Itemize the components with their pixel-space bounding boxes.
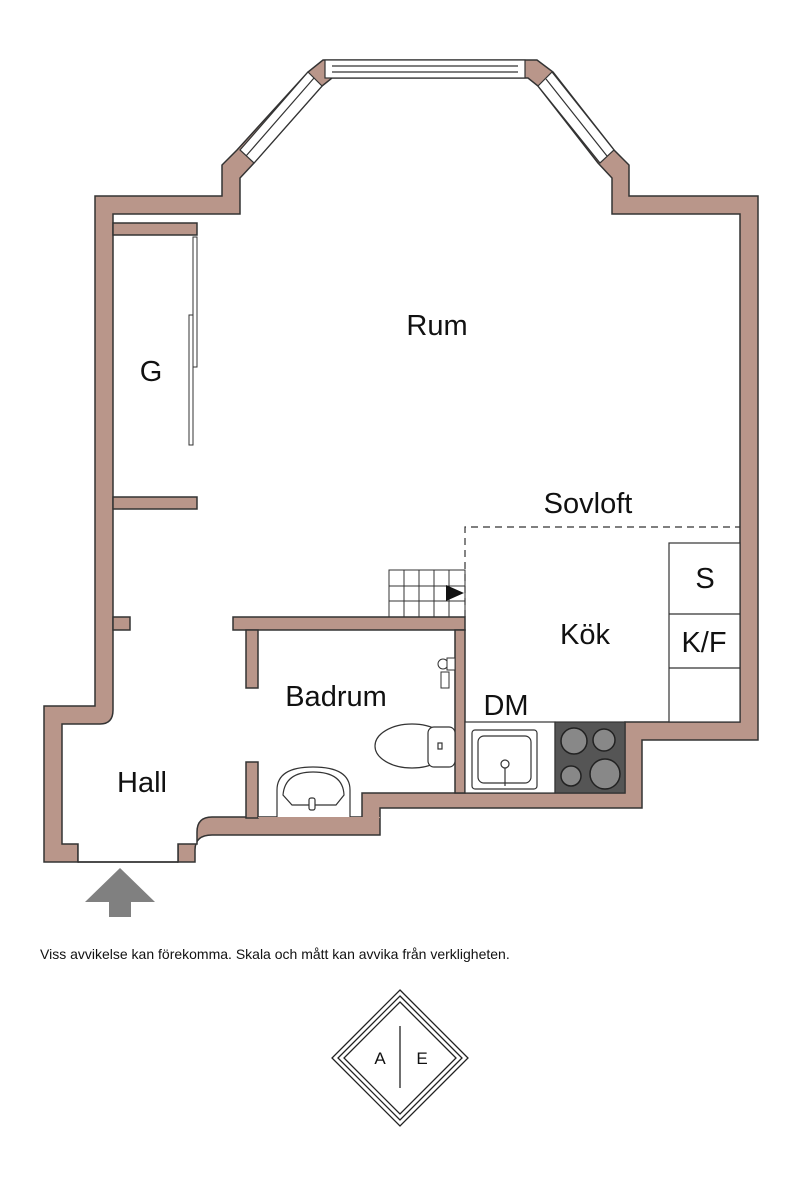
internal-walls — [112, 222, 466, 819]
entrance-arrow-icon — [85, 868, 155, 917]
disclaimer-text: Viss avvikelse kan förekomma. Skala och … — [40, 946, 510, 962]
room-label-kok: Kök — [560, 619, 610, 651]
burner-icon — [589, 758, 621, 790]
logo-letter-a: A — [374, 1049, 386, 1068]
label-s: S — [695, 563, 714, 595]
burner-icon — [592, 728, 616, 752]
window-left — [239, 71, 323, 164]
window-top — [324, 59, 526, 79]
shower-faucet-icon — [437, 657, 456, 689]
closet-sliding-doors[interactable] — [188, 236, 198, 446]
bathroom-sink-icon — [276, 766, 351, 817]
room-label-rum: Rum — [406, 310, 467, 342]
label-dm: DM — [483, 690, 528, 722]
kitchen-cabinets — [668, 542, 741, 723]
logo-letter-e: E — [416, 1049, 427, 1068]
stove — [554, 721, 626, 794]
window-right — [537, 71, 615, 164]
burner-icon — [560, 727, 588, 755]
stair-arrow-icon — [446, 585, 464, 601]
toilet-icon — [374, 723, 456, 769]
room-label-badrum: Badrum — [285, 681, 387, 713]
logo: A E — [331, 989, 469, 1127]
label-kf: K/F — [681, 627, 726, 659]
stairs — [388, 569, 466, 618]
room-label-g: G — [140, 356, 163, 388]
room-label-sovloft: Sovloft — [544, 488, 633, 520]
room-label-hall: Hall — [117, 767, 167, 799]
kitchen-sink — [471, 729, 538, 790]
burner-icon — [560, 765, 582, 787]
interior-floor — [61, 77, 741, 863]
